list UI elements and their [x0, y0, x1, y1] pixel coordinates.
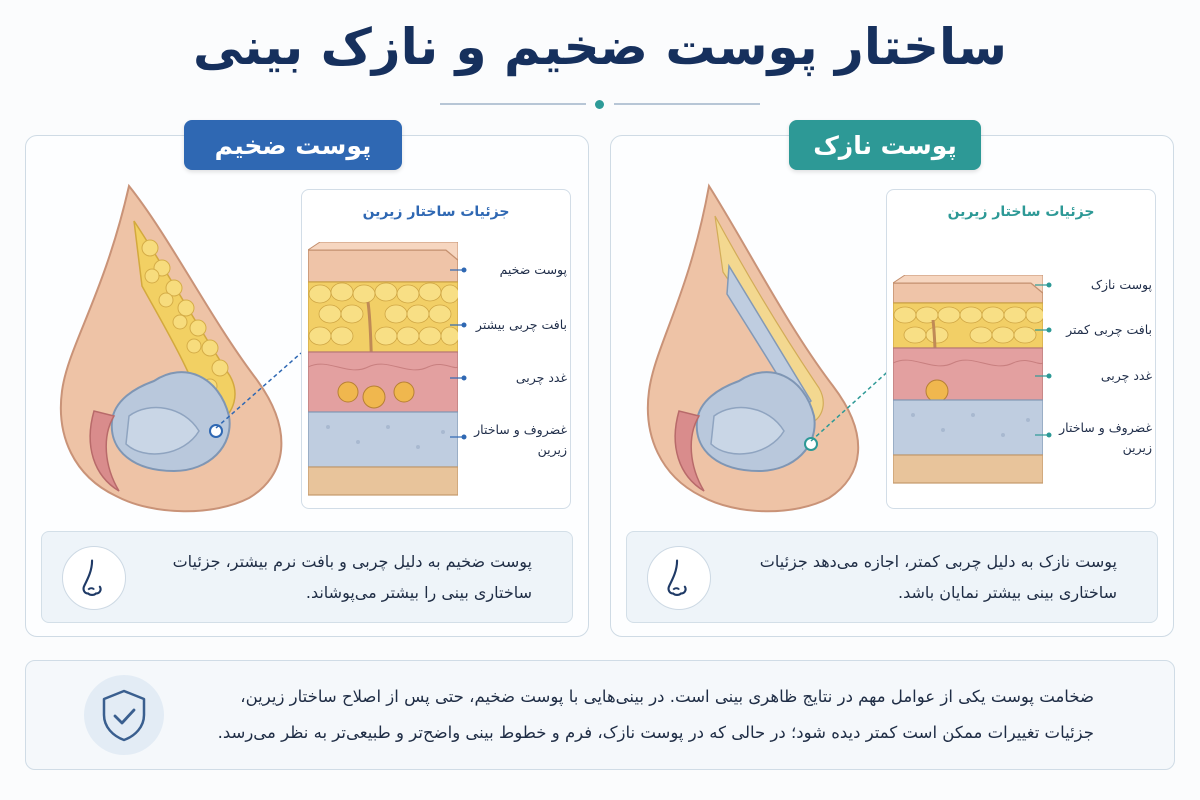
- thin-label-fat: بافت چربی کمتر: [1066, 322, 1152, 337]
- thin-skin-panel: پوست نازک جزئیات ساختار زیرین: [610, 120, 1174, 637]
- nose-outline-icon: [62, 546, 126, 610]
- thick-skin-panel: پوست ضخیم جزئیات ساختار زیرین: [25, 120, 589, 637]
- thin-nose-cross-section: [646, 183, 860, 513]
- thick-callout-dot: [209, 424, 223, 438]
- thick-layer-pointers: [450, 267, 467, 440]
- thin-callout-dot: [804, 437, 818, 451]
- divider-dot: [595, 100, 604, 109]
- thick-detail-title: جزئیات ساختار زیرین: [362, 204, 510, 220]
- thick-label-glands: غدد چربی: [515, 370, 567, 385]
- shield-check-icon: [84, 675, 164, 755]
- thin-label-skin: پوست نازک: [1090, 277, 1152, 292]
- thick-skin-badge: پوست ضخیم: [184, 120, 402, 170]
- thin-layer-pointers: [1035, 282, 1052, 438]
- thick-nose-cross-section: [60, 183, 283, 513]
- thin-label-cartilage: غضروف و ساختار زیرین: [1059, 420, 1152, 455]
- thick-label-cartilage: غضروف و ساختار زیرین: [474, 422, 567, 457]
- nose-outline-icon: [647, 546, 711, 610]
- page-title: ساختار پوست ضخیم و نازک بینی: [193, 18, 1007, 76]
- thick-detail-box: جزئیات ساختار زیرین: [301, 189, 571, 509]
- thick-description-box: پوست ضخیم به دلیل چربی و بافت نرم بیشتر،…: [41, 531, 573, 623]
- thick-label-fat: بافت چربی بیشتر: [475, 317, 567, 332]
- thin-callout-line: [810, 365, 895, 442]
- title-divider: [440, 99, 760, 109]
- thin-skin-badge: پوست نازک: [789, 120, 981, 170]
- thick-callout-line: [215, 352, 302, 429]
- thin-description-box: پوست نازک به دلیل چربی کمتر، اجازه می‌ده…: [626, 531, 1158, 623]
- thin-skin-layer-block: [893, 275, 1043, 484]
- summary-box: ضخامت پوست یکی از عوامل مهم در نتایج ظاه…: [25, 660, 1175, 770]
- thin-label-glands: غدد چربی: [1100, 368, 1152, 383]
- thick-skin-layer-block: [308, 242, 458, 496]
- thin-description-text: پوست نازک به دلیل چربی کمتر، اجازه می‌ده…: [759, 552, 1117, 602]
- thin-detail-box: جزئیات ساختار زیرین پوست ناز: [886, 189, 1156, 509]
- summary-text: ضخامت پوست یکی از عوامل مهم در نتایج ظاه…: [217, 687, 1094, 742]
- thick-description-text: پوست ضخیم به دلیل چربی و بافت نرم بیشتر،…: [172, 552, 532, 602]
- thin-detail-title: جزئیات ساختار زیرین: [947, 204, 1095, 220]
- thick-label-skin: پوست ضخیم: [499, 262, 567, 277]
